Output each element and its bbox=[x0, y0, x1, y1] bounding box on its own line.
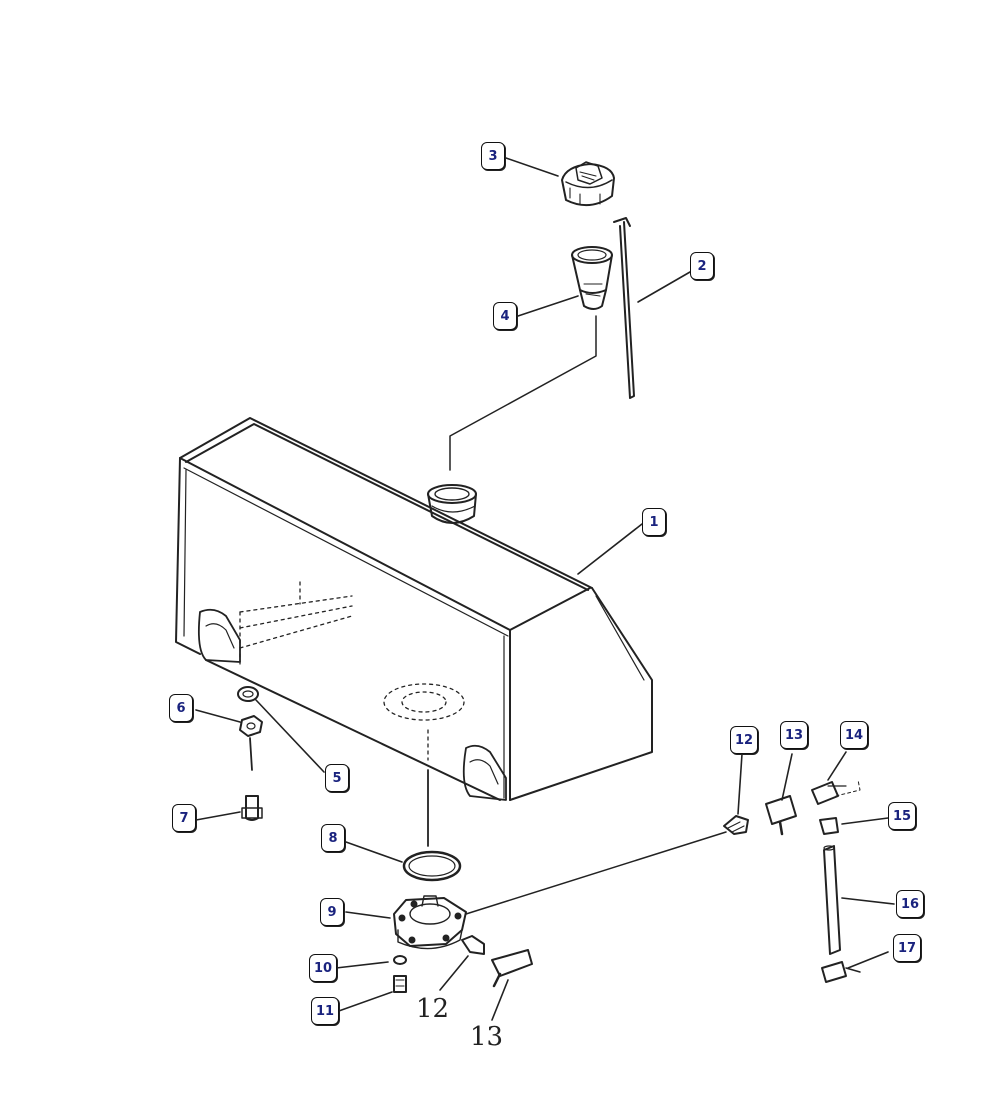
drain-flange bbox=[393, 895, 467, 950]
callout-5[interactable]: 5 bbox=[325, 764, 349, 792]
right-fittings bbox=[723, 779, 861, 983]
callout-9[interactable]: 9 bbox=[320, 898, 344, 926]
callout-13[interactable]: 13 bbox=[780, 721, 808, 749]
callout-1[interactable]: 1 bbox=[642, 508, 666, 536]
inline-label-12: 12 bbox=[416, 994, 450, 1024]
callout-2[interactable]: 2 bbox=[690, 252, 714, 280]
callout-15[interactable]: 15 bbox=[888, 802, 916, 830]
callout-7[interactable]: 7 bbox=[172, 804, 196, 832]
callout-11[interactable]: 11 bbox=[311, 997, 339, 1025]
level-gauge-rod bbox=[613, 217, 635, 399]
callout-16[interactable]: 16 bbox=[896, 890, 924, 918]
callout-8[interactable]: 8 bbox=[321, 824, 345, 852]
callout-12[interactable]: 12 bbox=[730, 726, 758, 754]
drain-parts bbox=[237, 686, 263, 821]
inline-label-13: 13 bbox=[470, 1022, 504, 1052]
callout-3[interactable]: 3 bbox=[481, 142, 505, 170]
callout-6[interactable]: 6 bbox=[169, 694, 193, 722]
callout-14[interactable]: 14 bbox=[840, 721, 868, 749]
o-ring bbox=[402, 850, 462, 882]
filler-strainer bbox=[571, 246, 613, 310]
callout-17[interactable]: 17 bbox=[893, 934, 921, 962]
filler-cap bbox=[561, 161, 615, 207]
callout-4[interactable]: 4 bbox=[493, 302, 517, 330]
callout-10[interactable]: 10 bbox=[309, 954, 337, 982]
fuel-tank bbox=[175, 417, 653, 801]
leader-lines bbox=[195, 157, 895, 1021]
